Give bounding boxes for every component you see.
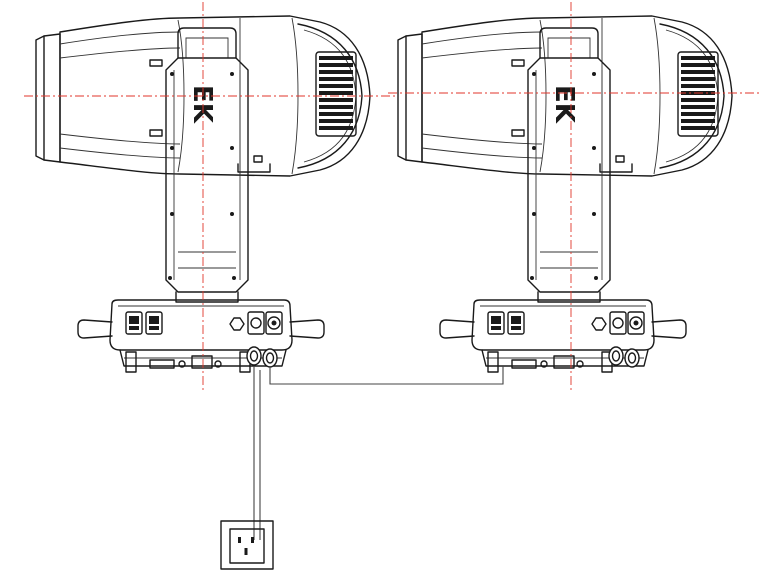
fixture-logo: EK xyxy=(549,85,579,124)
fixture-left: EK xyxy=(35,15,371,373)
power-outlet-icon xyxy=(220,520,274,570)
power-link-cable xyxy=(269,366,504,385)
fixture-right: EK xyxy=(397,15,733,373)
center-axes xyxy=(24,2,762,392)
fixture-logo: EK xyxy=(187,85,217,124)
